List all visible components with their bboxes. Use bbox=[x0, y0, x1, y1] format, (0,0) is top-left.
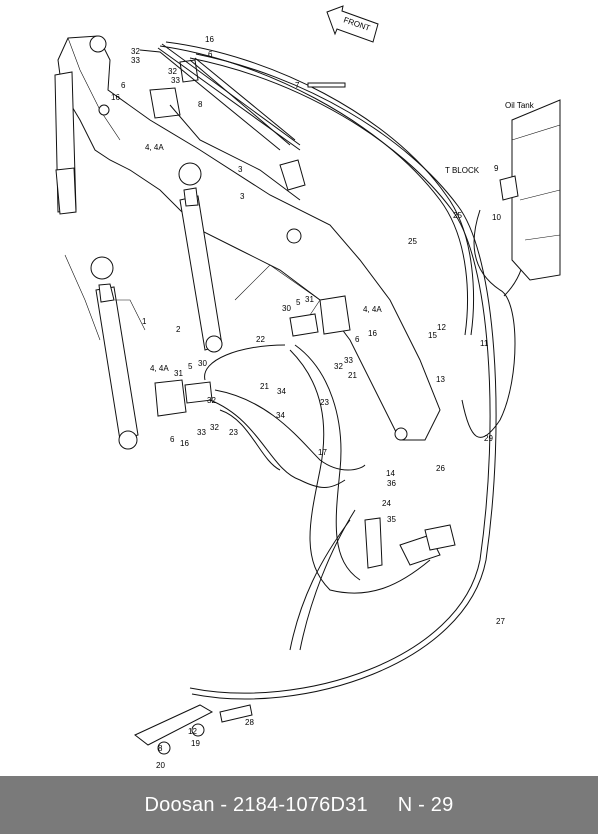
label-4-4a-mid: 4, 4A bbox=[363, 305, 382, 314]
label-26: 26 bbox=[436, 464, 445, 473]
label-11: 11 bbox=[480, 339, 489, 348]
label-27: 27 bbox=[496, 617, 505, 626]
label-21a: 21 bbox=[260, 382, 269, 391]
label-32c: 32 bbox=[334, 362, 343, 371]
label-21b: 21 bbox=[348, 371, 357, 380]
label-4-4a-top: 4, 4A bbox=[145, 143, 164, 152]
label-20: 20 bbox=[156, 761, 165, 770]
boom-cylinder-1 bbox=[90, 256, 146, 450]
label-25b: 25 bbox=[408, 237, 417, 246]
label-1: 1 bbox=[142, 317, 147, 326]
label-16b: 16 bbox=[111, 93, 120, 102]
label-36: 36 bbox=[387, 479, 396, 488]
label-15: 15 bbox=[428, 331, 437, 340]
label-13: 13 bbox=[436, 375, 445, 384]
label-32b: 32 bbox=[168, 67, 177, 76]
label-34a: 34 bbox=[276, 411, 285, 420]
label-23a: 23 bbox=[229, 428, 238, 437]
middle-valve bbox=[289, 295, 351, 337]
oil-tank bbox=[499, 99, 561, 281]
label-16c: 16 bbox=[368, 329, 377, 338]
label-4-4a-left: 4, 4A bbox=[150, 364, 169, 373]
bracket-35 bbox=[364, 517, 456, 569]
label-3b: 3 bbox=[240, 192, 245, 201]
label-33c: 33 bbox=[344, 356, 353, 365]
label-12b: 12 bbox=[188, 727, 197, 736]
label-32d: 32 bbox=[207, 396, 216, 405]
label-33d: 33 bbox=[197, 428, 206, 437]
label-25a: 25 bbox=[453, 211, 462, 220]
label-17: 17 bbox=[318, 448, 327, 457]
label-23b: 23 bbox=[320, 398, 329, 407]
label-28: 28 bbox=[245, 718, 254, 727]
label-33b: 33 bbox=[171, 76, 180, 85]
label-29: 29 bbox=[484, 434, 493, 443]
label-6b: 6 bbox=[208, 50, 213, 59]
boom-structure bbox=[54, 35, 441, 441]
label-t-block: T BLOCK bbox=[445, 166, 480, 175]
part-labels: Oil Tank T BLOCK 1 2 3 3 4, 4A 4, 4A 4, … bbox=[111, 35, 535, 770]
label-5b: 5 bbox=[188, 362, 193, 371]
bottom-manifold bbox=[134, 704, 253, 755]
diagram-drawing: FRONT bbox=[54, 5, 561, 770]
left-valve bbox=[154, 379, 213, 417]
label-8b: 8 bbox=[158, 744, 163, 753]
label-5a: 5 bbox=[296, 298, 301, 307]
label-32e: 32 bbox=[210, 423, 219, 432]
label-6d: 6 bbox=[170, 435, 175, 444]
label-31a: 31 bbox=[305, 295, 314, 304]
label-30b: 30 bbox=[198, 359, 207, 368]
page-reference: N - 29 bbox=[397, 793, 454, 816]
label-16d: 16 bbox=[180, 439, 189, 448]
label-35: 35 bbox=[387, 515, 396, 524]
label-3a: 3 bbox=[238, 165, 243, 174]
page-footer: Doosan - 2184-1076D31 N - 29 bbox=[0, 776, 598, 834]
label-6a: 6 bbox=[121, 81, 126, 90]
label-12a: 12 bbox=[437, 323, 446, 332]
front-direction-arrow: FRONT bbox=[326, 5, 379, 43]
arm-cylinder-2 bbox=[178, 162, 223, 353]
label-7: 7 bbox=[295, 81, 300, 90]
part-reference: Doosan - 2184-1076D31 bbox=[144, 793, 368, 816]
label-10: 10 bbox=[492, 213, 501, 222]
label-8: 8 bbox=[198, 100, 203, 109]
main-hoses bbox=[159, 41, 526, 700]
label-9: 9 bbox=[494, 164, 499, 173]
label-oil-tank: Oil Tank bbox=[505, 101, 535, 110]
label-22: 22 bbox=[256, 335, 265, 344]
hydraulic-parts-diagram: FRONT bbox=[54, 5, 561, 770]
label-19: 19 bbox=[191, 739, 200, 748]
label-2: 2 bbox=[176, 325, 181, 334]
label-30a: 30 bbox=[282, 304, 291, 313]
label-31b: 31 bbox=[174, 369, 183, 378]
label-32a: 32 bbox=[131, 47, 140, 56]
label-16a: 16 bbox=[205, 35, 214, 44]
label-33a: 33 bbox=[131, 56, 140, 65]
label-14: 14 bbox=[386, 469, 395, 478]
label-24: 24 bbox=[382, 499, 391, 508]
lower-hoses bbox=[204, 344, 431, 651]
label-6c: 6 bbox=[355, 335, 360, 344]
part-7 bbox=[307, 82, 346, 88]
label-34b: 34 bbox=[277, 387, 286, 396]
